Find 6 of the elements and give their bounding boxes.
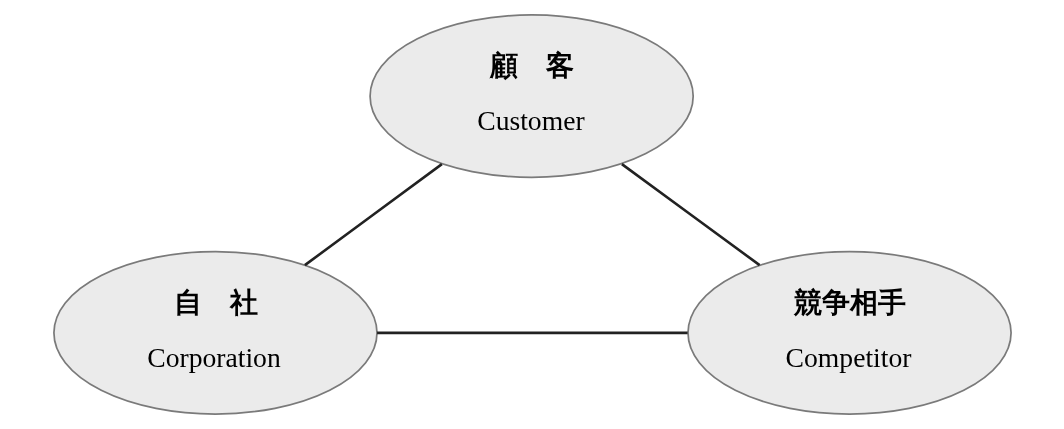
node-ellipse: 自 社 Corporation [52, 250, 378, 415]
connector [303, 163, 443, 267]
connector [376, 331, 688, 335]
node-ellipse: 競争相手 Competitor [686, 250, 1012, 415]
connector [620, 163, 760, 267]
node-ellipse: 顧 客 Customer [368, 14, 694, 179]
